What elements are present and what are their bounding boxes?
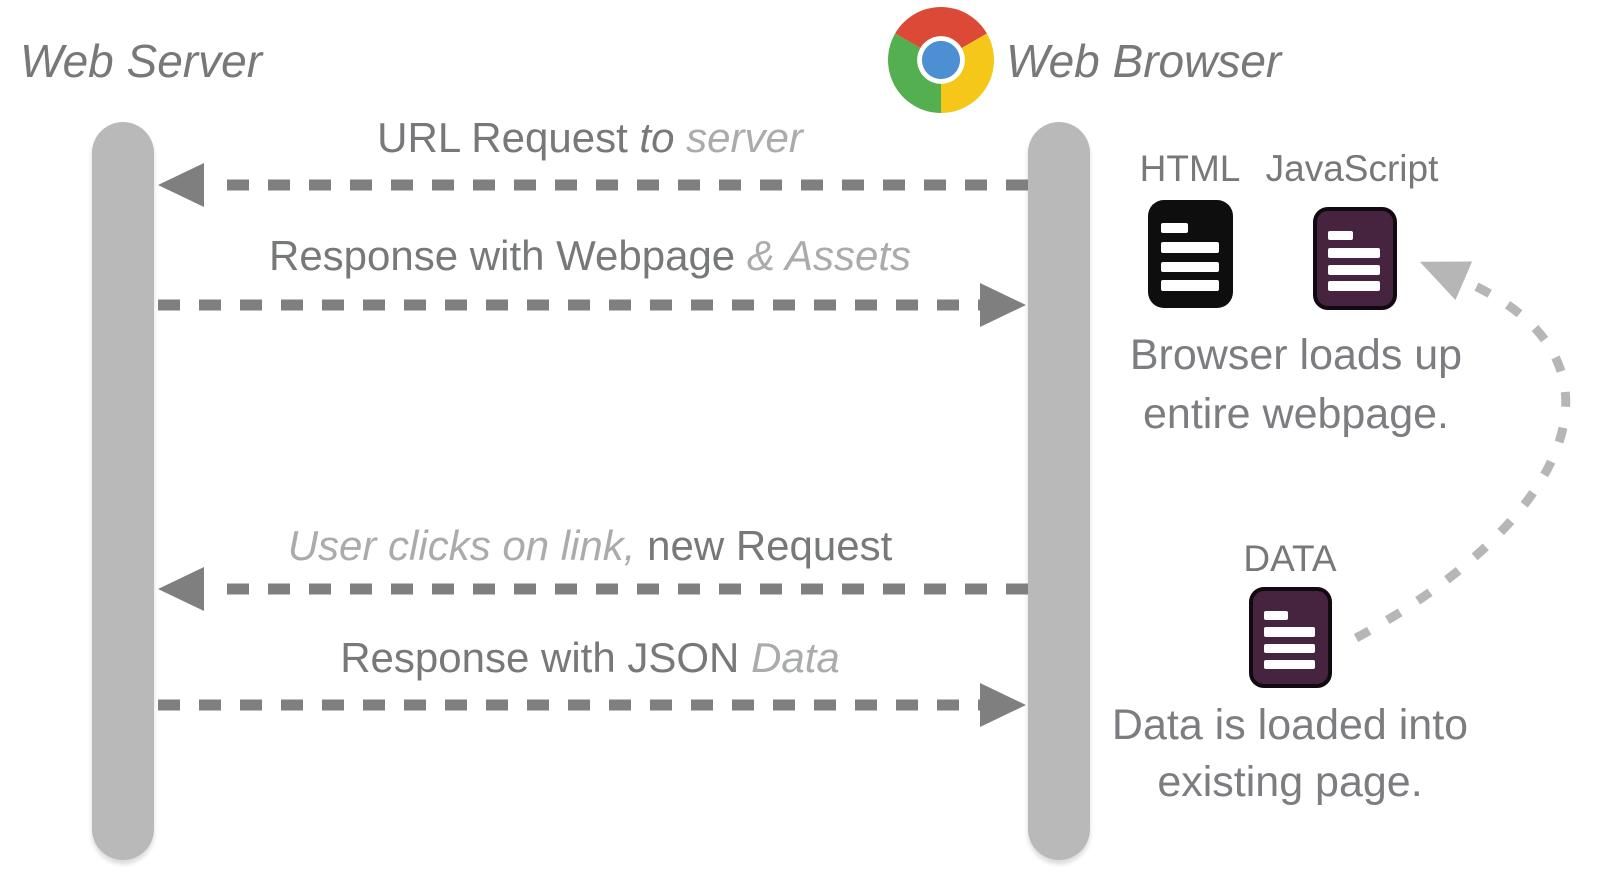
message-text-segment: to (639, 114, 687, 161)
arrowhead-left-icon (158, 567, 204, 611)
html-file-icon (1148, 200, 1233, 308)
doc-line (1328, 230, 1353, 241)
caption-line: Data is loaded into (1111, 701, 1469, 749)
javascript-file-label: JavaScript (1265, 148, 1439, 189)
message-text-segment: URL Request (377, 114, 640, 161)
doc-line (1328, 281, 1381, 291)
arrow-response-json (158, 683, 1026, 727)
message-text-segment: Response with JSON (340, 634, 752, 681)
message-text-segment: server (686, 114, 803, 161)
doc-line (1264, 659, 1316, 670)
arrowhead-right-icon (980, 283, 1026, 327)
caption-data-loaded: Data is loaded into existing page. (1090, 697, 1490, 811)
doc-line (1160, 261, 1219, 273)
message-text-segment: Response with Webpage (268, 232, 747, 279)
caption-line: existing page. (1157, 758, 1423, 806)
server-title: Web Server (20, 35, 263, 87)
doc-line (1328, 248, 1381, 258)
caption-line: Browser loads up (1129, 331, 1463, 379)
message-text-segment: Data (751, 634, 840, 681)
arrow-new-request (158, 567, 1028, 611)
javascript-file-icon (1313, 207, 1397, 310)
doc-line (1264, 644, 1316, 654)
doc-line (1264, 627, 1316, 637)
doc-line (1160, 242, 1219, 253)
html-file-label: HTML (1139, 148, 1241, 189)
doc-line (1160, 222, 1188, 234)
message-text-segment: User clicks on link, (287, 522, 648, 569)
message-text-segment: & Assets (746, 232, 912, 279)
chrome-logo-icon (888, 7, 994, 113)
doc-line (1160, 279, 1219, 291)
arrowhead-right-icon (980, 683, 1026, 727)
server-lifeline (92, 122, 154, 860)
caption-line: entire webpage. (1143, 390, 1449, 438)
arrowhead-left-icon (158, 163, 204, 207)
arrow-url-request (158, 163, 1028, 207)
message-text-segment: new Request (647, 522, 893, 569)
message-label-response-webpage: Response with Webpage & Assets (150, 230, 1030, 282)
browser-title: Web Browser (1006, 35, 1282, 87)
arrow-response-webpage (158, 283, 1026, 327)
doc-line (1264, 610, 1289, 620)
message-label-url-request: URL Request to server (150, 112, 1030, 164)
browser-lifeline (1028, 122, 1090, 860)
data-file-label: DATA (1243, 538, 1337, 579)
data-file-icon (1249, 587, 1332, 688)
message-label-response-json: Response with JSON Data (150, 632, 1030, 684)
message-label-new-request: User clicks on link, new Request (150, 520, 1030, 572)
doc-line (1328, 265, 1381, 275)
caption-browser-loads: Browser loads up entire webpage. (1096, 326, 1496, 444)
